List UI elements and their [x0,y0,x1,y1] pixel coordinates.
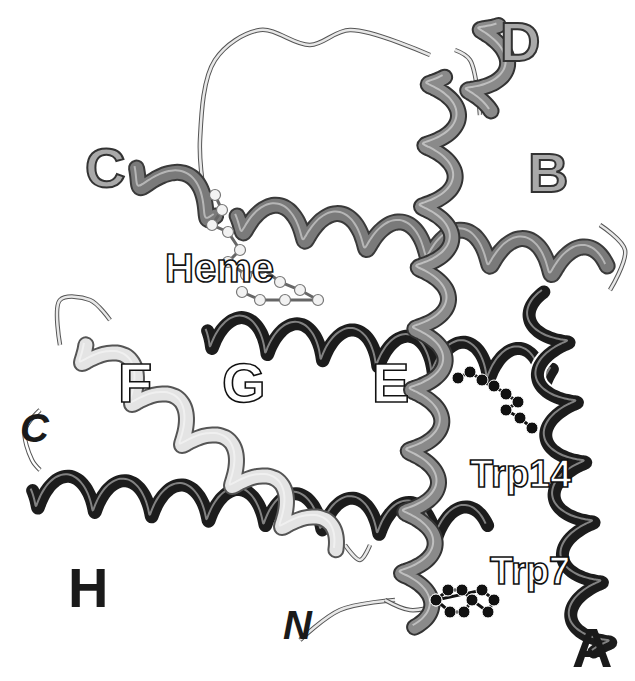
residue-atom [488,380,500,392]
terminus-label: N [283,605,312,645]
helix-highlight [135,166,214,218]
trp14-residue [452,366,538,434]
helix-label: E [372,355,409,411]
residue-atom [466,594,478,606]
loop-segment [200,30,430,200]
residue-atom [452,372,464,384]
helix-e [400,75,459,627]
residue-atom [458,606,470,618]
loop-segment [300,600,395,640]
loop-segment [300,600,395,640]
helix-highlight [80,343,335,548]
residue-atom [442,584,454,596]
residue-bonds [458,372,532,428]
heme-atom [275,277,286,288]
heme-atom [223,227,234,238]
heme-atom [217,205,228,216]
residue-atom [500,388,512,400]
helix-body [82,345,337,550]
residue-atom [430,594,442,606]
heme-atom [255,295,266,306]
helix-f [80,343,337,550]
terminus-label: C [20,408,49,448]
helix-label: H [68,560,108,616]
helix-label: G [222,355,266,411]
residue-atom [444,606,456,618]
residue-atom [500,404,512,416]
residue-label: Trp14 [470,455,571,493]
loop-segment [200,30,430,200]
residue-atom [512,396,524,408]
residue-label: Trp7 [490,552,570,590]
helix-body [402,77,459,627]
helix-label: F [118,355,152,411]
residue-atom [430,594,442,606]
helix-edge [402,77,459,627]
heme-atom [295,285,306,296]
residue-atom [464,366,476,378]
heme-atom [313,295,324,306]
loop-segment [345,545,370,560]
residue-atom [514,412,526,424]
residue-atom [526,422,538,434]
heme-atom [207,220,218,231]
helix-edge [82,345,337,550]
helix-label: B [528,145,568,201]
helix-label: A [572,620,612,676]
helix-c [135,166,216,220]
trp7-residue [430,584,500,618]
residue-atom [456,584,468,596]
residue-atom [482,606,494,618]
heme-atom [237,287,248,298]
residue-label: Heme [165,248,274,288]
residue-atom [488,594,500,606]
heme-atom [210,190,221,201]
residue-atom [466,594,478,606]
helix-highlight [466,23,506,108]
helix-label: C [85,140,125,196]
helix-label: D [500,14,540,70]
loop-segment [345,545,370,560]
heme-atom [280,295,291,306]
residue-atom [476,374,488,386]
residue-atom [476,584,488,596]
helix-highlight [400,75,457,625]
